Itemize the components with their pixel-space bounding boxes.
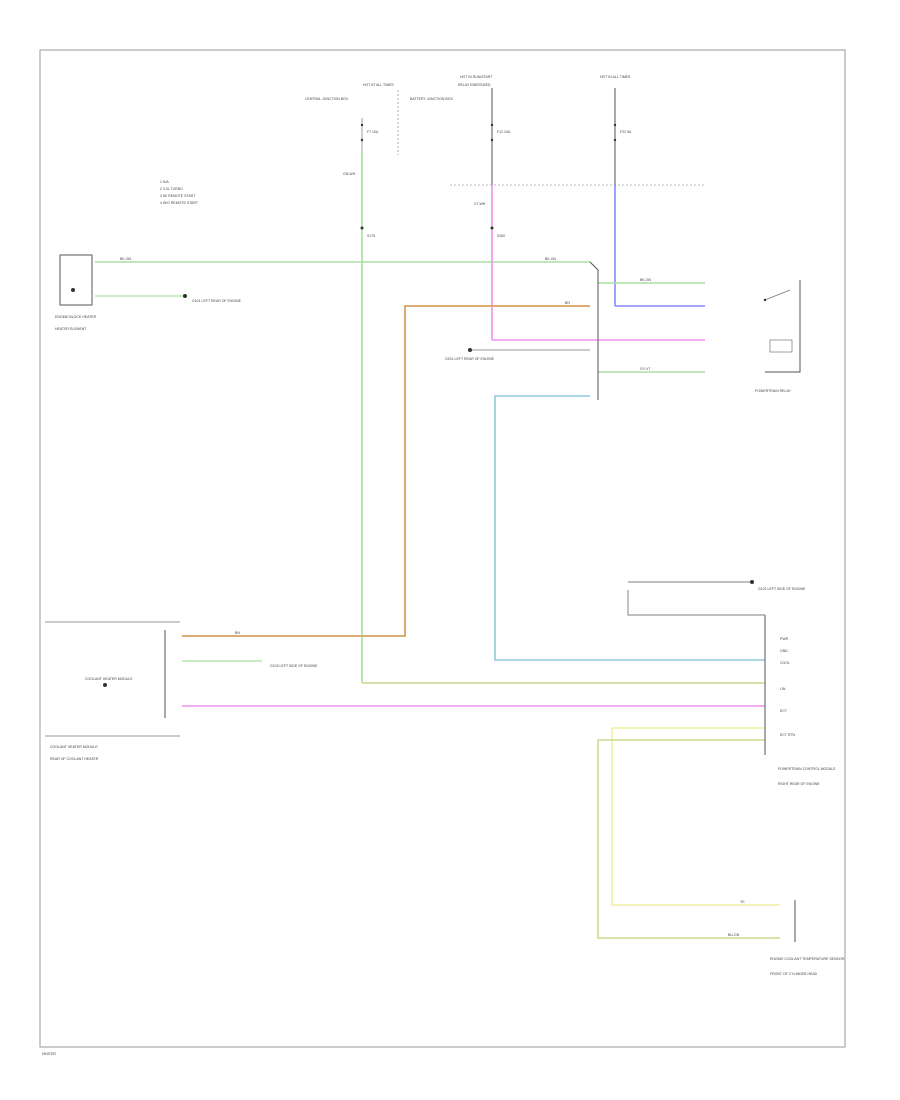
pcm-pin: LIN [780, 687, 786, 691]
diagram-frame [39, 49, 846, 1048]
legend-item: 2 3.0L TURBO [160, 187, 183, 191]
fuse-feed-label: HOT IN RUN/START [460, 75, 493, 79]
wire-label: BU-GN [728, 933, 740, 937]
wire-bn [182, 305, 590, 637]
splice-label: S175 [367, 234, 375, 238]
fuse-label: F12 10A [497, 130, 511, 134]
ground-label: G101 LEFT REAR OF ENGINE [192, 299, 242, 303]
fuse-feed-detail: CENTRAL JUNCTION BOX [305, 97, 349, 101]
fuse-feed-label: HOT AT ALL TIMES [363, 83, 394, 87]
fuse-feed-hot-ign: HOT IN ALL TIMES F22 5A [600, 75, 632, 185]
ground-label: G201 LEFT REAR OF ENGINE [445, 357, 495, 361]
fuse-feed-right: BATTERY JUNCTION BOX [410, 97, 453, 101]
splice-label: S260 [497, 234, 505, 238]
legend-item: 3 W/ REMOTE START [160, 194, 196, 198]
legend: 1 N/A 2 3.0L TURBO 3 W/ REMOTE START 4 W… [160, 180, 199, 205]
fuse-label: F7 10A [367, 130, 379, 134]
fuse-feed-detail: RELAY ENERGIZED [458, 83, 491, 87]
engine-block-heater: ENGINE BLOCK HEATER HEATER ELEMENT [55, 254, 97, 331]
legend-item: 1 N/A [160, 180, 169, 184]
wire-label: VT-WH [474, 202, 486, 206]
page-label: HEATER [42, 1052, 56, 1056]
fuse-feed-hot-all-times: HOT AT ALL TIMES CENTRAL JUNCTION BOX BA… [305, 83, 453, 155]
component-label: COOLANT HEATER MODULE [50, 745, 98, 749]
wire-label: YE [740, 900, 745, 904]
wire-label: BK-GN [545, 257, 557, 261]
wire-label: BN [235, 631, 240, 635]
powertrain-relay: POWERTRAIN RELAY [589, 261, 801, 400]
pcm-pin: GND [780, 649, 788, 653]
wire-label: BN [565, 301, 570, 305]
wire-bu-gn [597, 739, 780, 939]
fuse-feed-label: HOT IN ALL TIMES [600, 75, 631, 79]
fuse-label: F22 5A [620, 130, 632, 134]
engine-coolant-temp-sensor: ENGINE COOLANT TEMPERATURE SENSOR FRONT … [770, 900, 845, 976]
wire-label: BK-GN [640, 278, 652, 282]
pcm-pin: PWR [780, 637, 789, 641]
legend-item: 4 W/O REMOTE START [160, 201, 199, 205]
component-label: POWERTRAIN RELAY [755, 389, 792, 393]
wire-ye [611, 727, 780, 906]
coolant-heater-module: COOLANT HEATER MODULE COOLANT HEATER MOD… [45, 621, 180, 761]
wire-label: BK-GN [120, 257, 132, 261]
wire-pcm-ground [627, 590, 765, 616]
component-sub: FRONT OF CYLINDER HEAD [770, 972, 818, 976]
component-label: COOLANT HEATER MODULE [85, 677, 133, 681]
pcm-pin: COOL [780, 661, 790, 665]
wire-label: GN-WH [343, 172, 356, 176]
ground-label: G102 LEFT SIDE OF ENGINE [758, 587, 806, 591]
wire-label: GY-VT [640, 367, 651, 371]
component-sub: REAR OF COOLANT HEATER [50, 757, 99, 761]
component-label: ENGINE BLOCK HEATER [55, 315, 97, 319]
wire-teal [494, 395, 765, 661]
fuse-feed-hot-run: HOT IN RUN/START RELAY ENERGIZED F12 10A [458, 75, 511, 185]
component-label: ENGINE COOLANT TEMPERATURE SENSOR [770, 957, 845, 961]
component-label: POWERTRAIN CONTROL MODULE [778, 767, 836, 771]
pcm-pin: ECT [780, 709, 788, 713]
component-sub: RIGHT REAR OF ENGINE [778, 782, 820, 786]
pcm-pin: ECT RTN [780, 733, 796, 737]
powertrain-control-module: PWR GND COOL LIN ECT ECT RTN POWERTRAIN … [764, 615, 836, 786]
component-sub: HEATER ELEMENT [55, 327, 87, 331]
ground-label: G103 LEFT SIDE OF ENGINE [270, 664, 318, 668]
